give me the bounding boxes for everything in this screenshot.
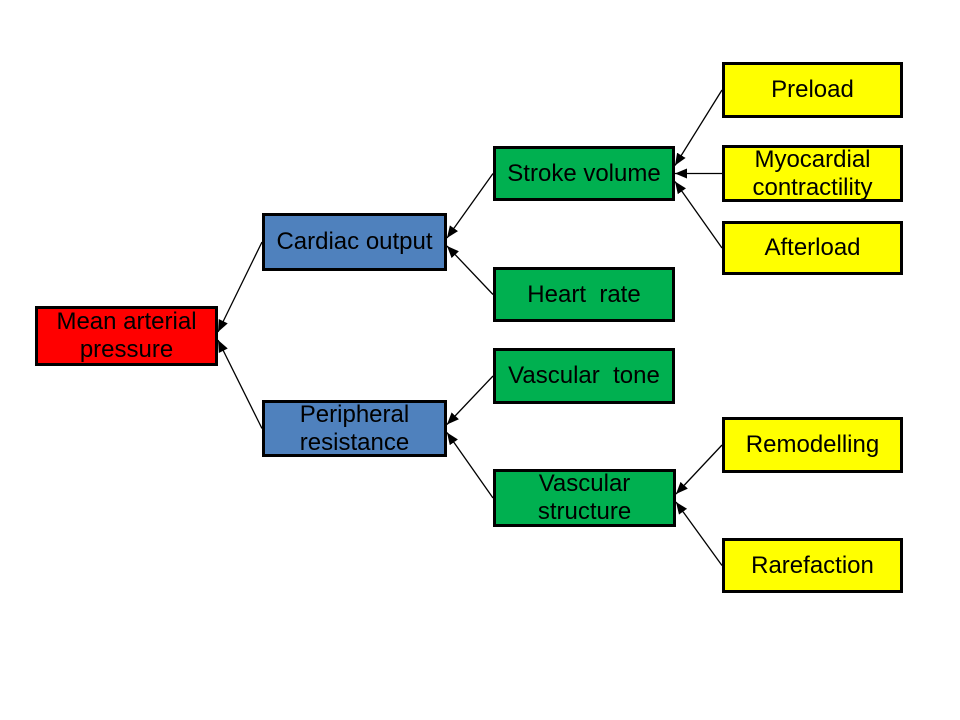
node-label: Myocardial contractility [752,145,873,201]
node-label: Preload [771,76,854,104]
edge-stroke_volume-to-cardiac_output [446,173,494,239]
node-label: Vascular structure [537,470,632,525]
edge-preload-to-stroke_volume [674,89,723,166]
edge-afterload-to-stroke_volume [674,181,723,249]
node-label: Mean arterial pressure [56,308,197,363]
node-heart-rate: Heart rate [493,267,675,322]
node-label: Heart rate [527,280,641,308]
node-label: Cardiac output [276,228,433,256]
node-cardiac-output: Cardiac output [262,213,447,271]
node-vascular-structure: Vascular structure [493,469,676,527]
node-vascular-tone: Vascular tone [493,348,675,404]
node-preload: Preload [722,62,903,118]
node-myocardial-contractility: Myocardial contractility [722,145,903,202]
node-label: Stroke volume [507,159,661,187]
node-rarefaction: Rarefaction [722,538,903,593]
edge-heart_rate-to-cardiac_output [446,245,494,295]
edge-peripheral_resistance-to-mean_arterial_pressure [217,339,263,429]
node-label: Vascular tone [508,362,660,390]
node-afterload: Afterload [722,221,903,275]
node-mean-arterial-pressure: Mean arterial pressure [35,306,218,366]
edge-vascular_structure-to-peripheral_resistance [446,432,494,499]
edge-vascular_tone-to-peripheral_resistance [446,375,494,425]
node-label: Peripheral resistance [299,400,410,456]
node-label: Rarefaction [751,551,874,579]
edge-remodelling-to-vascular_structure [675,444,723,495]
node-peripheral-resistance: Peripheral resistance [262,400,447,457]
node-label: Afterload [764,234,861,262]
edge-rarefaction-to-vascular_structure [675,501,723,566]
node-remodelling: Remodelling [722,417,903,473]
edge-cardiac_output-to-mean_arterial_pressure [217,241,263,333]
node-label: Remodelling [745,431,880,459]
node-stroke-volume: Stroke volume [493,146,675,201]
